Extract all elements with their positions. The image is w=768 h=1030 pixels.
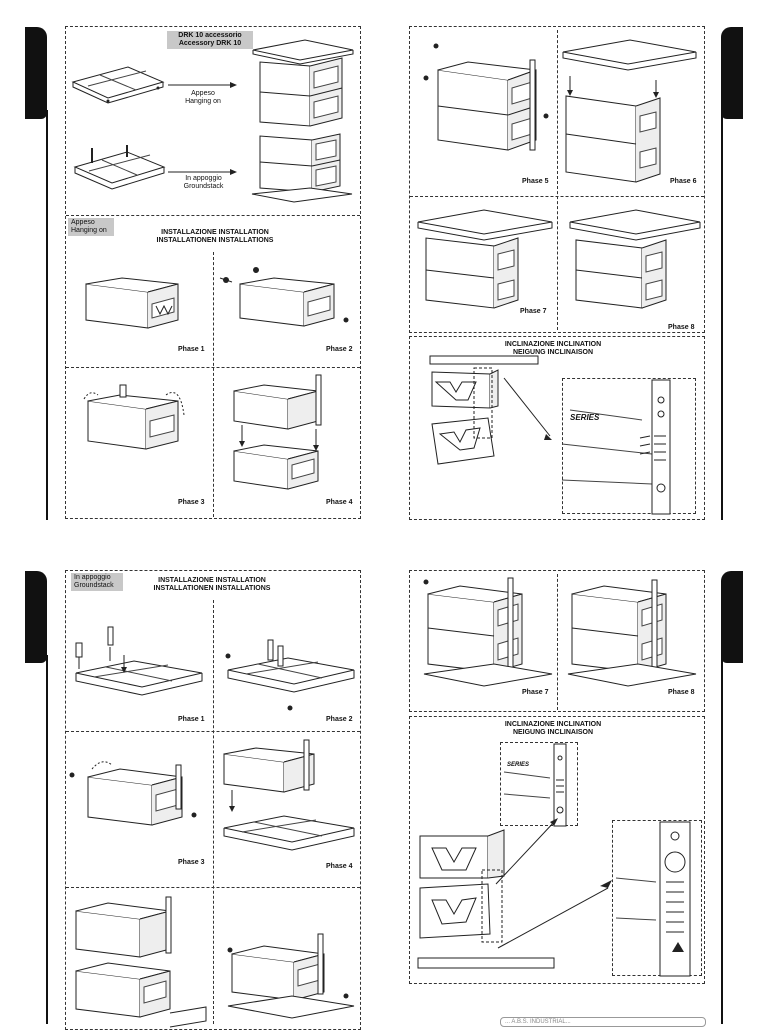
- margin-line-bottom-left: [46, 655, 48, 1024]
- section-divider: [66, 215, 360, 216]
- ground-caption: In appoggio Groundstack: [176, 175, 231, 191]
- hanging-caption: Appeso Hanging on: [178, 90, 228, 106]
- bottom-right-panel-phases: [409, 570, 705, 712]
- install-heading-line1: INSTALLAZIONE INSTALLATION: [161, 229, 269, 236]
- phase-divider-vertical: [557, 574, 558, 710]
- accessory-tag-line2: Accessory DRK 10: [178, 40, 242, 47]
- inclination-heading: INCLINAZIONE INCLINATION NEIGUNG INCLINA…: [478, 721, 628, 737]
- phase-label: Phase 3: [178, 499, 205, 506]
- phase1-speaker-illustration: [85, 277, 179, 329]
- hanging-stack-illustration: [252, 39, 354, 127]
- phase-label: Phase 8: [668, 689, 695, 696]
- arrow-icon: [600, 880, 612, 888]
- ground-caption-line1: In appoggio: [185, 175, 222, 182]
- bl-phase3-speaker-illustration: [69, 761, 197, 826]
- phase6-speaker-illustration: [562, 39, 697, 183]
- inclination-detail-box-large: [612, 820, 702, 976]
- phase-label: Phase 1: [178, 716, 205, 723]
- accessory-frame-illustration: [71, 66, 165, 104]
- inclination-detail-small-illustration: [503, 743, 567, 827]
- margin-line-top-right: [721, 110, 723, 520]
- series-label: SERIES: [507, 762, 530, 768]
- phase-label: Phase 4: [326, 499, 353, 506]
- phase-divider-vertical: [213, 252, 214, 517]
- ground-caption-line2: Groundstack: [183, 183, 224, 190]
- inclination-heading-line2: NEIGUNG INCLINAISON: [512, 729, 594, 736]
- install-heading: INSTALLAZIONE INSTALLATION INSTALLATIONE…: [137, 577, 287, 593]
- page-tab-top-left: [25, 27, 47, 119]
- phase-label: Phase 6: [670, 178, 697, 185]
- footer-label: ... A.B.S. INDUSTRIAL...: [500, 1017, 706, 1027]
- phase-label: Phase 3: [178, 859, 205, 866]
- hanging-caption-line2: Hanging on: [185, 98, 221, 105]
- bl-phase6-speaker-illustration: [227, 933, 355, 1019]
- top-right-panel-phases: [409, 26, 705, 333]
- bl-phase4-speaker-illustration: [223, 739, 355, 851]
- page-tab-top-right: [721, 27, 743, 119]
- install-heading-line1: INSTALLAZIONE INSTALLATION: [158, 577, 266, 584]
- phase-divider-horizontal: [410, 196, 704, 197]
- phase-divider-horizontal: [66, 367, 360, 368]
- arrow-icon: [168, 169, 237, 175]
- inclination-heading: INCLINAZIONE INCLINATION NEIGUNG INCLINA…: [478, 341, 628, 357]
- inclination-heading-line2: NEIGUNG INCLINAISON: [512, 349, 594, 356]
- inclination-detail-illustration: [561, 379, 671, 515]
- phase-divider-vertical: [557, 30, 558, 330]
- phase5-speaker-illustration: [423, 43, 549, 151]
- page-tab-bottom-left: [25, 571, 47, 663]
- phase-label: Phase 7: [522, 689, 549, 696]
- margin-line-bottom-right: [721, 655, 723, 1024]
- phase-label: Phase 7: [520, 308, 547, 315]
- phase-label: Phase 4: [326, 863, 353, 870]
- bottom-right-panel-inclination: [409, 716, 705, 984]
- phase-label: Phase 2: [326, 346, 353, 353]
- phase8-speaker-illustration: [569, 209, 701, 309]
- top-right-panel-inclination: [409, 336, 705, 520]
- section-tag-hanging: Appeso Hanging on: [68, 218, 114, 236]
- install-heading-line2: INSTALLATIONEN INSTALLATIONS: [156, 237, 274, 244]
- phase3-speaker-illustration: [83, 384, 185, 450]
- phase2-speaker-illustration: [219, 267, 349, 327]
- phase7-speaker-illustration: [417, 209, 553, 309]
- accessory-tag: DRK 10 accessorio Accessory DRK 10: [167, 31, 253, 49]
- br-phase8-speaker-illustration: [567, 579, 697, 687]
- inclination-detail-box: [562, 378, 696, 514]
- phase4-speaker-illustration: [233, 374, 322, 490]
- phase-divider-vertical: [213, 600, 214, 1024]
- ground-stack-illustration: [251, 133, 353, 203]
- section-tag-line2: Groundstack: [74, 582, 114, 589]
- section-tag-line1: Appeso: [71, 219, 95, 226]
- section-tag-groundstack: In appoggio Groundstack: [71, 573, 123, 591]
- phase-label: Phase 2: [326, 716, 353, 723]
- inclination-heading-line1: INCLINAZIONE INCLINATION: [504, 721, 602, 728]
- bl-phase2-frame-illustration: [225, 639, 355, 711]
- page-tab-bottom-right: [721, 571, 743, 663]
- accessory-tag-line1: DRK 10 accessorio: [178, 32, 242, 39]
- ground-frame-illustration: [73, 145, 166, 190]
- inclination-detail-box-small: [500, 742, 578, 826]
- arrow-icon: [168, 82, 237, 88]
- section-tag-line1: In appoggio: [74, 574, 111, 581]
- inclination-heading-line1: INCLINAZIONE INCLINATION: [504, 341, 602, 348]
- br-phase7-speaker-illustration: [423, 577, 553, 687]
- hanging-caption-line1: Appeso: [191, 90, 215, 97]
- inclination-detail-large-illustration: [615, 821, 691, 977]
- phase-divider-horizontal: [66, 887, 360, 888]
- section-tag-line2: Hanging on: [71, 227, 107, 234]
- margin-line-top-left: [46, 110, 48, 520]
- bl-phase5-speaker-illustration: [75, 896, 207, 1028]
- top-left-panel: [65, 26, 361, 519]
- phase-divider-horizontal: [66, 731, 360, 732]
- phase-label: Phase 8: [668, 324, 695, 331]
- series-label: SERIES: [570, 413, 600, 422]
- bl-phase1-frame-illustration: [75, 626, 203, 696]
- inclination-array-illustration: [417, 818, 609, 969]
- install-heading-line2: INSTALLATIONEN INSTALLATIONS: [153, 585, 271, 592]
- install-heading: INSTALLAZIONE INSTALLATION INSTALLATIONE…: [140, 229, 290, 245]
- inclination-speaker-illustration: [429, 355, 552, 465]
- phase-label: Phase 1: [178, 346, 205, 353]
- phase-label: Phase 5: [522, 178, 549, 185]
